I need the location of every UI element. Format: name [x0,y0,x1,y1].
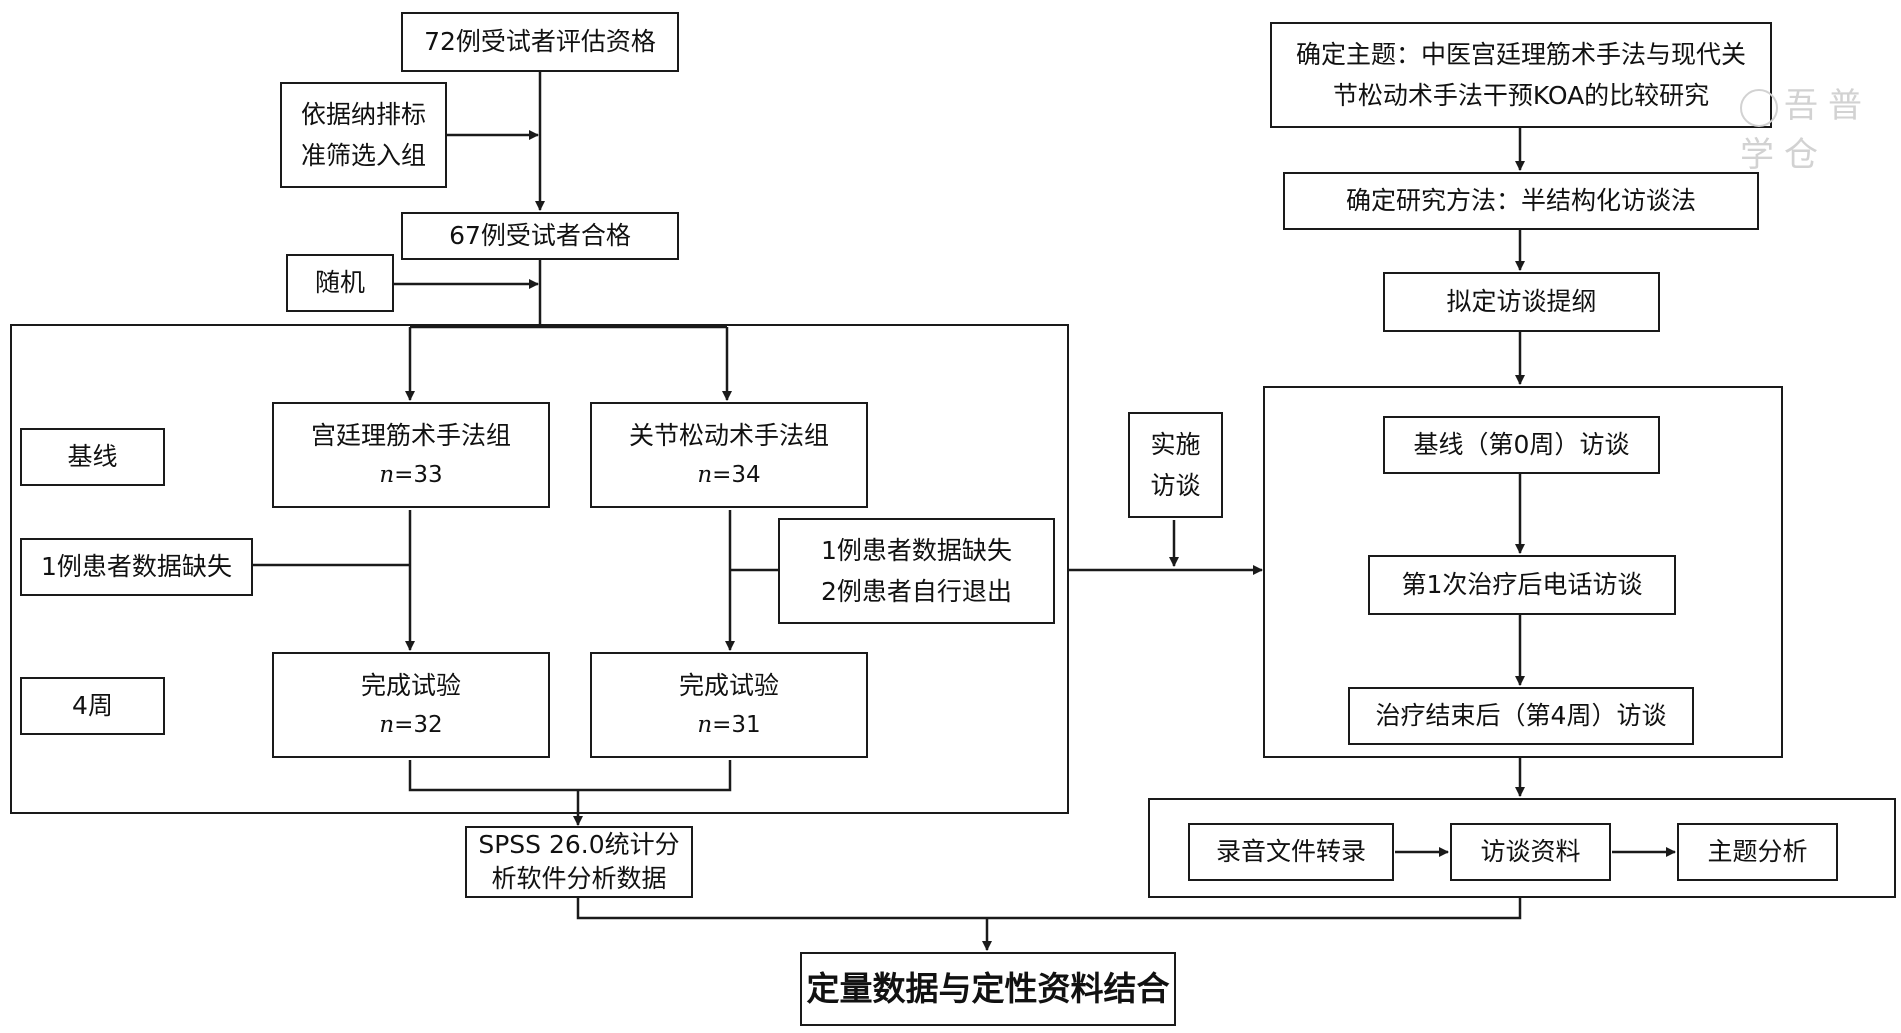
missing-a-text: 1例患者数据缺失 [41,552,232,582]
analysis-to-final-line [987,897,1522,920]
assess-box: 72例受试者评估资格 [401,12,679,72]
group-b-title: 关节松动术手法组 [628,421,829,451]
complete-b-n: n=31 [697,711,761,738]
merge-line [408,760,732,792]
week4-label-box: 4周 [20,677,165,735]
baseline-label-box: 基线 [20,428,165,486]
left-study-frame [10,324,1069,814]
random-text: 随机 [314,268,365,298]
missing-a-box: 1例患者数据缺失 [20,538,253,596]
group-a-n: n=33 [379,461,443,488]
watermark-text: 吾普学仓 [1740,86,1872,175]
criteria-box: 依据纳排标 准筛选入组 [280,82,447,188]
complete-a-title: 完成试验 [360,671,461,701]
topic-box: 确定主题：中医宫廷理筋术手法与现代关 节松动术手法干预KOA的比较研究 [1270,22,1772,128]
outline-text: 拟定访谈提纲 [1446,287,1597,317]
transcribe-text: 录音文件转录 [1215,837,1366,867]
transcribe-box: 录音文件转录 [1188,823,1394,881]
right-interview-frame [1263,386,1783,758]
interview-phone-text: 第1次治疗后电话访谈 [1401,570,1643,600]
missing-b-text-1: 1例患者数据缺失 [821,535,1012,565]
theme-analysis-text: 主题分析 [1707,837,1808,867]
implement-text-2: 访谈 [1150,471,1201,500]
missing-b-box: 1例患者数据缺失 2例患者自行退出 [778,518,1055,624]
final-box: 定量数据与定性资料结合 [800,952,1176,1026]
spss-to-final-line [576,898,987,920]
materials-box: 访谈资料 [1450,823,1611,881]
assess-text: 72例受试者评估资格 [424,27,656,57]
group-b-box: 关节松动术手法组 n=34 [590,402,868,508]
missing-b-text-2: 2例患者自行退出 [821,577,1012,606]
topic-text-1: 确定主题：中医宫廷理筋术手法与现代关 [1295,39,1746,69]
method-box: 确定研究方法：半结构化访谈法 [1283,172,1759,230]
baseline-label: 基线 [67,442,118,472]
interview-baseline-text: 基线（第0周）访谈 [1413,430,1630,460]
method-text: 确定研究方法：半结构化访谈法 [1345,186,1696,216]
spss-text-2: 析软件分析数据 [491,864,667,893]
group-b-n: n=34 [697,461,761,488]
materials-text: 访谈资料 [1480,837,1581,867]
interview-phone-box: 第1次治疗后电话访谈 [1368,555,1676,615]
week4-label: 4周 [72,691,113,721]
topic-text-2: 节松动术手法干预KOA的比较研究 [1332,81,1710,110]
eligible-text: 67例受试者合格 [449,221,631,251]
spss-text-1: SPSS 26.0统计分 [478,830,680,860]
analysis-frame [1148,798,1896,898]
interview-end-box: 治疗结束后（第4周）访谈 [1348,687,1694,745]
group-a-box: 宫廷理筋术手法组 n=33 [272,402,550,508]
final-text: 定量数据与定性资料结合 [806,968,1170,1008]
spss-box: SPSS 26.0统计分 析软件分析数据 [465,826,693,898]
theme-analysis-box: 主题分析 [1677,823,1838,881]
eligible-box: 67例受试者合格 [401,212,679,260]
watermark-seal-icon [1740,89,1778,127]
interview-end-text: 治疗结束后（第4周）访谈 [1375,701,1667,731]
complete-b-box: 完成试验 n=31 [590,652,868,758]
criteria-text-1: 依据纳排标 [300,99,426,129]
outline-box: 拟定访谈提纲 [1383,272,1660,332]
random-box: 随机 [286,254,394,312]
implement-box: 实施 访谈 [1128,412,1223,518]
interview-baseline-box: 基线（第0周）访谈 [1383,416,1660,474]
complete-b-title: 完成试验 [678,671,779,701]
criteria-text-2: 准筛选入组 [300,141,426,170]
complete-a-n: n=32 [379,711,443,738]
watermark: 吾普学仓 [1740,78,1901,176]
group-a-title: 宫廷理筋术手法组 [310,421,511,451]
complete-a-box: 完成试验 n=32 [272,652,550,758]
implement-text-1: 实施 [1150,429,1201,459]
